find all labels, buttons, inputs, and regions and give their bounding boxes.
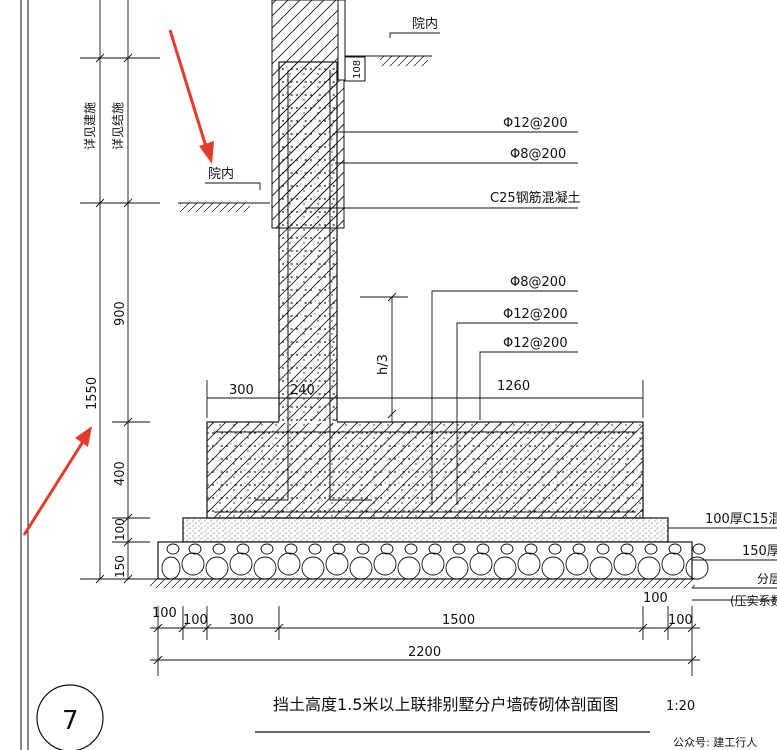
red-arrow-top	[168, 29, 214, 164]
label-wall-text: 108	[352, 60, 363, 79]
cobble-bed	[157, 541, 709, 580]
label-detail-a: 详见建施	[82, 102, 97, 150]
ground-top-right	[340, 55, 432, 66]
cobble-small	[236, 543, 250, 555]
cobble-small	[188, 543, 202, 555]
cobble	[517, 552, 541, 576]
bdim-1500: 1500	[442, 613, 475, 628]
cobble-small	[476, 543, 490, 555]
cobble	[325, 552, 349, 576]
label-rebar-3: Φ8@200	[510, 275, 566, 290]
cobble-small	[428, 543, 442, 555]
label-layer-1: 100厚C15混	[705, 512, 777, 527]
bdim-100c: 100	[668, 613, 693, 628]
c15-pad	[182, 517, 669, 543]
vdim-400: 400	[113, 461, 128, 486]
cobble-small	[308, 543, 322, 555]
cobble-small	[212, 543, 226, 555]
rebar-lines	[214, 70, 636, 513]
cobble-small	[572, 543, 586, 555]
detail-circle	[36, 684, 104, 750]
h3-dimension	[360, 292, 408, 422]
cobble-small	[620, 543, 634, 555]
label-detail-b: 详见结施	[110, 102, 125, 150]
label-h3: h/3	[376, 354, 391, 375]
cobble-small	[356, 543, 370, 555]
cobble-small	[380, 543, 394, 555]
cobble	[613, 552, 637, 576]
cobble-small	[692, 543, 706, 555]
cobble	[277, 552, 301, 576]
label-rebar-4: Φ12@200	[503, 307, 568, 322]
bdim-300: 300	[229, 613, 254, 628]
ground-bottom	[100, 578, 700, 588]
cobble-small	[524, 543, 538, 555]
drawing-scale: 1:20	[666, 699, 695, 714]
label-layer-2: 150厚	[742, 544, 777, 559]
bottom-dimension	[150, 606, 700, 676]
label-concrete: C25钢筋混凝土	[490, 190, 581, 206]
cobble-small	[644, 543, 658, 555]
dim-240: 240	[290, 383, 315, 398]
label-layer-3: 分层	[757, 572, 777, 586]
cobble-small	[332, 543, 346, 555]
concrete-footing	[206, 421, 644, 519]
cobble-small	[284, 543, 298, 555]
bdim-100b: 100	[183, 613, 208, 628]
cobble-small	[668, 543, 682, 555]
top-dimension	[206, 380, 644, 418]
concrete-stem	[278, 61, 338, 423]
vdim-1550: 1550	[85, 377, 100, 410]
label-yard-top: 院内	[412, 16, 438, 32]
leader-lines	[205, 32, 777, 601]
left-dimension	[80, 0, 160, 584]
label-yard-left: 院内	[208, 166, 234, 182]
cobble	[469, 552, 493, 576]
cobble-small	[596, 543, 610, 555]
label-rebar-2: Φ8@200	[510, 147, 566, 162]
ground-left	[178, 202, 270, 212]
cobble	[661, 552, 685, 576]
frame-lines	[20, 0, 29, 750]
cobble	[565, 552, 589, 576]
watermark-text: 公众号: 建工行人	[673, 735, 757, 749]
vdim-900: 900	[113, 301, 128, 326]
cobble-small	[166, 543, 180, 555]
red-arrow-left	[22, 426, 92, 536]
vdim-150: 150	[113, 555, 127, 578]
cobble	[421, 552, 445, 576]
cobble	[181, 552, 205, 576]
drawing-title: 挡土高度1.5米以上联排别墅分户墙砖砌体剖面图	[273, 695, 618, 714]
dim-100-right: 100	[643, 591, 668, 606]
cobble-small	[548, 543, 562, 555]
dim-1260: 1260	[497, 379, 530, 394]
cobble-small	[404, 543, 418, 555]
detail-number: 7	[62, 706, 79, 736]
bdim-100a: 100	[152, 606, 177, 621]
cobble-small	[452, 543, 466, 555]
label-rebar-5: Φ12@200	[503, 336, 568, 351]
vdim-100: 100	[113, 518, 127, 541]
cobble-small	[500, 543, 514, 555]
cobble	[373, 552, 397, 576]
label-rebar-1: Φ12@200	[503, 116, 568, 131]
bdim-2200: 2200	[408, 645, 441, 660]
cobble	[229, 552, 253, 576]
label-layer-4: (压实系数	[730, 593, 777, 608]
cobble-small	[260, 543, 274, 555]
dim-300-top: 300	[229, 383, 254, 398]
